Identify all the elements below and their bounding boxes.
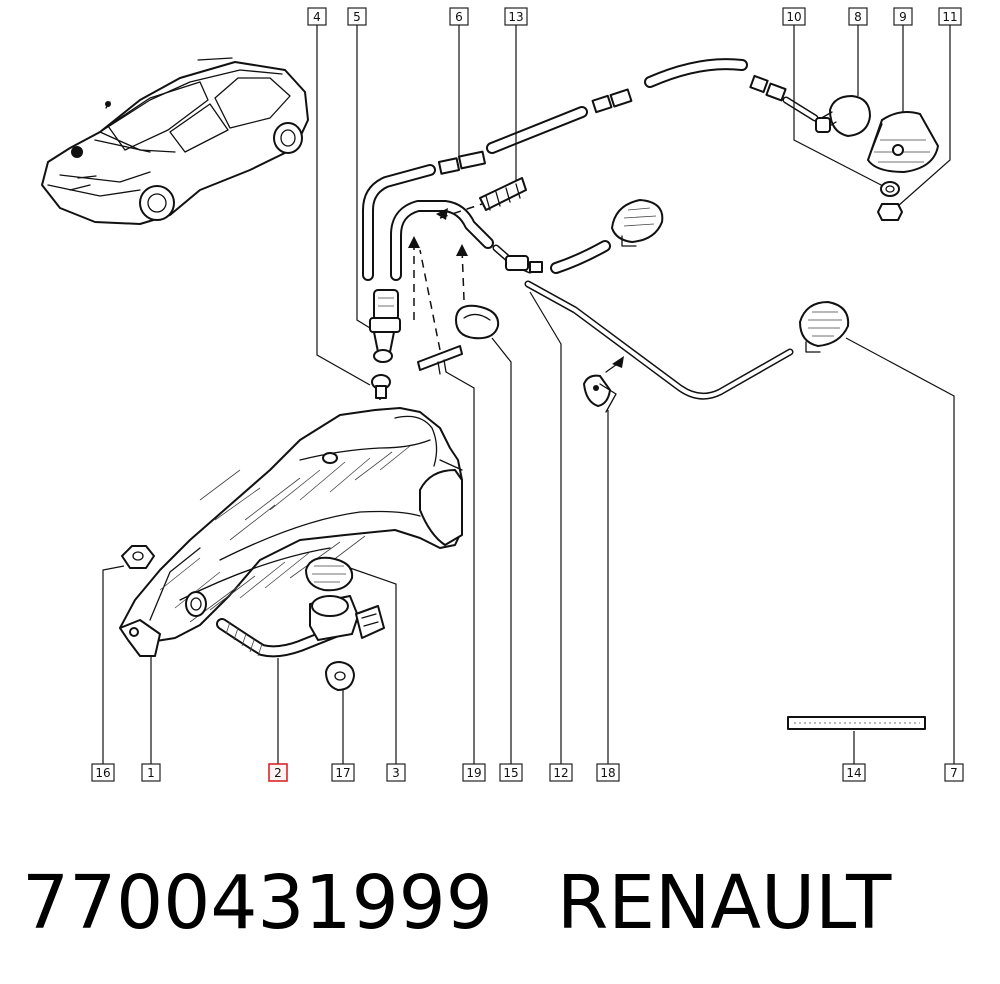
grommet-17 bbox=[325, 661, 355, 691]
nut-11 bbox=[877, 203, 903, 221]
svg-text:18: 18 bbox=[600, 766, 615, 780]
svg-text:15: 15 bbox=[503, 766, 518, 780]
callout-11: 11 bbox=[938, 7, 962, 26]
callout-1: 1 bbox=[141, 763, 161, 782]
washer-reservoir bbox=[119, 407, 463, 657]
footer: 7700431999 RENAULT bbox=[22, 858, 982, 948]
svg-text:14: 14 bbox=[846, 766, 861, 780]
callout-15: 15 bbox=[499, 763, 523, 782]
rear-nozzle-9 bbox=[867, 111, 939, 173]
svg-text:3: 3 bbox=[392, 766, 400, 780]
callout-5: 5 bbox=[347, 7, 367, 26]
svg-text:11: 11 bbox=[942, 10, 957, 24]
clip-13 bbox=[479, 177, 527, 211]
grommet-10 bbox=[880, 181, 900, 197]
arrow-head-1 bbox=[408, 236, 420, 248]
brand-name: RENAULT bbox=[556, 860, 892, 946]
sealing-strip-14 bbox=[787, 716, 926, 730]
arrow-shaft-4 bbox=[605, 361, 621, 373]
callout-3: 3 bbox=[386, 763, 406, 782]
rear-nozzle-body-8 bbox=[815, 95, 871, 137]
nozzle-upper-right bbox=[611, 199, 664, 247]
arrow-head-2 bbox=[456, 244, 468, 256]
svg-text:5: 5 bbox=[353, 10, 361, 24]
svg-text:17: 17 bbox=[335, 766, 350, 780]
svg-text:10: 10 bbox=[786, 10, 801, 24]
callout-7: 7 bbox=[944, 763, 964, 782]
svg-text:1: 1 bbox=[147, 766, 155, 780]
callout-19: 19 bbox=[462, 763, 486, 782]
assembly-line-4 bbox=[439, 203, 483, 219]
pump-3 bbox=[305, 556, 385, 641]
hose-routing bbox=[362, 58, 819, 400]
pump-4 bbox=[371, 374, 391, 399]
callout-10: 10 bbox=[782, 7, 806, 26]
svg-text:4: 4 bbox=[313, 10, 321, 24]
part-number: 7700431999 bbox=[22, 860, 493, 946]
clip-19 bbox=[417, 345, 463, 375]
svg-text:7: 7 bbox=[950, 766, 958, 780]
mounting-nut-16 bbox=[121, 545, 155, 569]
callout-16: 16 bbox=[91, 763, 115, 782]
callout-6: 6 bbox=[449, 7, 469, 26]
nozzle-7 bbox=[799, 301, 850, 353]
car-silhouette bbox=[41, 57, 309, 225]
svg-text:8: 8 bbox=[854, 10, 862, 24]
assembly-line-2 bbox=[419, 249, 441, 351]
callout-labels: 4 5 6 13 10 8 9 11 16 1 2 17 3 19 15 12 … bbox=[91, 7, 964, 782]
callout-8: 8 bbox=[848, 7, 868, 26]
callout-13: 13 bbox=[504, 7, 528, 26]
callout-14: 14 bbox=[842, 763, 866, 782]
filler-neck-5 bbox=[369, 289, 401, 363]
callout-18: 18 bbox=[596, 763, 620, 782]
callout-9: 9 bbox=[893, 7, 913, 26]
leader-lines bbox=[102, 25, 955, 764]
assembly-line-3 bbox=[461, 247, 465, 301]
hose-2 bbox=[216, 618, 346, 658]
svg-text:6: 6 bbox=[455, 10, 463, 24]
grommet-15 bbox=[455, 304, 500, 340]
callout-17: 17 bbox=[331, 763, 355, 782]
svg-text:12: 12 bbox=[553, 766, 568, 780]
svg-text:16: 16 bbox=[95, 766, 110, 780]
callout-4: 4 bbox=[307, 7, 327, 26]
svg-text:19: 19 bbox=[466, 766, 481, 780]
arrow-head-3 bbox=[436, 208, 448, 220]
svg-text:13: 13 bbox=[508, 10, 523, 24]
callout-2-highlighted[interactable]: 2 bbox=[268, 763, 288, 782]
svg-text:2: 2 bbox=[274, 766, 282, 780]
clip-18 bbox=[583, 374, 617, 413]
svg-text:9: 9 bbox=[899, 10, 907, 24]
callout-12: 12 bbox=[549, 763, 573, 782]
